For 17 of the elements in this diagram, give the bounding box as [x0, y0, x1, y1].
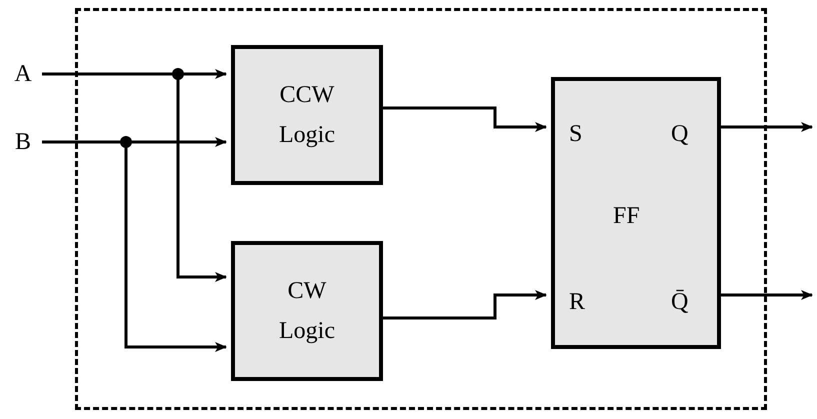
block-label: CCW Logic	[278, 81, 336, 150]
output-pin-label: Q	[671, 121, 688, 148]
signal-arrow	[382, 106, 547, 132]
signal-arrow	[720, 122, 813, 132]
block-label: CW Logic	[278, 277, 336, 346]
logic-block	[231, 241, 383, 381]
signal-arrow	[720, 290, 813, 300]
input-pin-label: S	[569, 121, 582, 148]
logic-block	[231, 45, 383, 185]
block-label: FF	[613, 203, 640, 230]
input-label: B	[6, 126, 40, 158]
flip-flop-block	[551, 77, 721, 349]
signal-arrow	[382, 290, 547, 320]
dashed-boundary	[75, 8, 767, 410]
input-pin-label: R	[569, 289, 586, 316]
input-label: A	[6, 58, 40, 90]
output-pin-label: Q̄	[671, 289, 688, 316]
